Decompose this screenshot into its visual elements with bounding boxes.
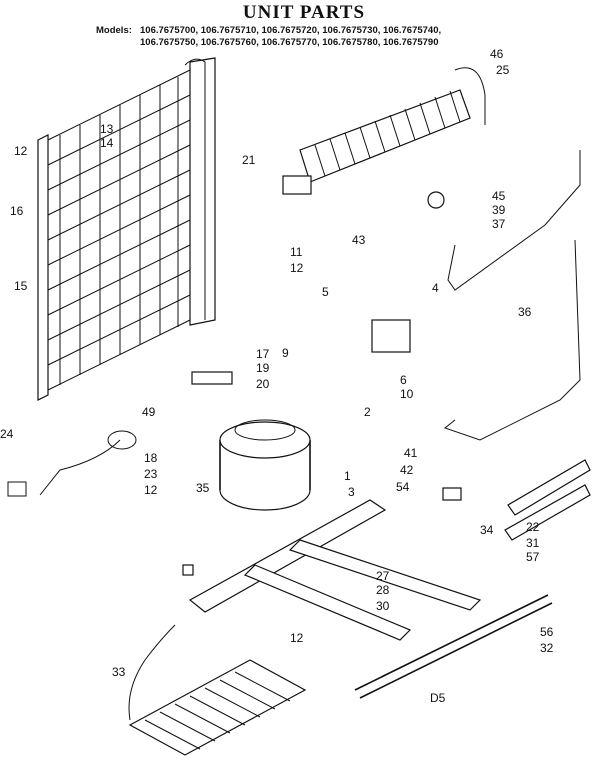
part-label: 5: [322, 285, 329, 299]
model-list: Models: 106.7675700, 106.7675710, 106.767…: [96, 25, 441, 49]
page-title: UNIT PARTS: [242, 2, 366, 23]
part-label: 39: [492, 203, 506, 217]
part-label: 28: [376, 583, 390, 597]
part-label: 11: [290, 245, 303, 259]
part-label: 25: [496, 63, 510, 77]
part-label: 41: [404, 446, 418, 460]
part-label: 6: [400, 373, 407, 387]
part-label: 12: [290, 261, 304, 275]
part-label: 43: [352, 233, 366, 247]
part-label: 46: [490, 47, 504, 61]
part-label: 27: [376, 569, 390, 583]
part-label: 49: [142, 405, 156, 419]
part-number-labels: 46 25 21 45 39 37 43 13 14 12 16 15 11 1…: [0, 47, 554, 705]
diagram-code: D5: [430, 691, 446, 705]
part-label: 31: [526, 536, 540, 550]
part-label: 19: [256, 361, 270, 375]
part-label: 12: [290, 631, 304, 645]
refrigerant-tubing: [7, 150, 581, 497]
models-line-1: 106.7675700, 106.7675710, 106.7675720, 1…: [140, 25, 442, 36]
part-label: 54: [396, 480, 410, 494]
part-label: 1: [344, 469, 351, 483]
part-label: 13: [100, 122, 114, 136]
models-label: Models:: [96, 25, 132, 36]
part-label: 57: [526, 550, 540, 564]
bottom-condenser-coil: [128, 624, 307, 756]
part-label: 17: [256, 347, 270, 361]
part-label: 34: [480, 523, 494, 537]
part-label: 12: [144, 483, 158, 497]
part-label: 10: [400, 387, 414, 401]
part-label: 32: [540, 641, 554, 655]
part-label: 42: [400, 463, 414, 477]
compressor: [219, 419, 311, 511]
condenser-grid: [37, 57, 216, 401]
part-label: 24: [0, 427, 14, 441]
part-label: 30: [376, 599, 390, 613]
part-label: 21: [242, 153, 256, 167]
part-label: 36: [518, 305, 532, 319]
evaporator-coil: [282, 67, 486, 195]
part-label: 37: [492, 217, 506, 231]
part-label: 33: [112, 665, 126, 679]
part-label: 56: [540, 625, 554, 639]
part-label: 16: [10, 204, 24, 218]
part-label: 4: [432, 281, 439, 295]
part-label: 20: [256, 377, 270, 391]
models-line-2: 106.7675750, 106.7675760, 106.7675770, 1…: [140, 37, 439, 48]
part-label: 45: [492, 189, 506, 203]
part-label: 2: [364, 405, 371, 419]
part-label: 22: [526, 520, 540, 534]
part-label: 15: [14, 279, 28, 293]
base-frame: [188, 499, 553, 699]
part-label: 35: [196, 481, 210, 495]
small-components: [182, 191, 591, 576]
part-label: 23: [144, 467, 158, 481]
part-label: 12: [14, 144, 28, 158]
part-label: 14: [100, 136, 114, 150]
part-label: 18: [144, 451, 158, 465]
part-label: 9: [282, 346, 289, 360]
part-label: 3: [348, 485, 355, 499]
